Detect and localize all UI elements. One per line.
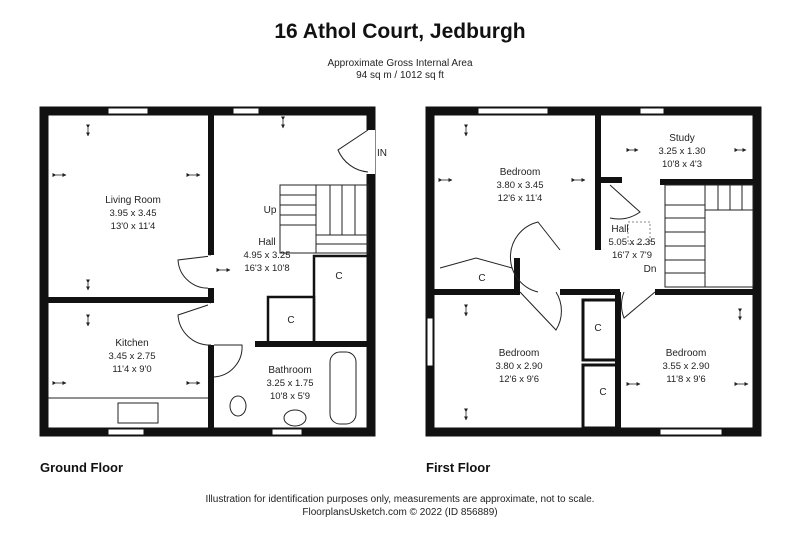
first-door-closet-bed1 [439, 257, 513, 269]
kitchen-metric: 3.45 x 2.75 [108, 351, 155, 362]
first-hall-cupboard [627, 221, 651, 245]
ground-cupboard-label-2: C [287, 315, 294, 326]
study-name: Study [669, 133, 695, 144]
first-stairs [664, 184, 754, 288]
copyright: FloorplansUsketch.com © 2022 (ID 856889) [302, 507, 498, 518]
study-imperial: 10'8 x 4'3 [662, 159, 702, 170]
first-door-bedroom2 [519, 291, 562, 331]
first-hall-name: Hall [611, 224, 628, 235]
bedroom2-metric: 3.80 x 2.90 [495, 361, 542, 372]
living-room-name: Living Room [105, 195, 161, 206]
ground-basin [283, 409, 307, 427]
ground-kitchen-sink [117, 402, 159, 424]
bedroom3-metric: 3.55 x 2.90 [662, 361, 709, 372]
living-room-metric: 3.95 x 3.45 [109, 208, 156, 219]
page-title: 16 Athol Court, Jedburgh [274, 20, 526, 43]
hall-metric: 4.95 x 3.25 [243, 250, 290, 261]
ground-cupboard-label-1: C [335, 271, 342, 282]
ground-floor-plan [39, 106, 376, 437]
ground-dimension-arrows [52, 116, 285, 385]
stairs-up-label: Up [264, 205, 277, 216]
area-value: 94 sq m / 1012 sq ft [356, 70, 444, 81]
first-cupboard-label-3: C [599, 387, 606, 398]
ground-cupboard-2 [312, 254, 370, 345]
first-floor-plan [425, 106, 762, 437]
first-cupboard-label-2: C [594, 323, 601, 334]
ground-windows [107, 107, 303, 436]
ground-door-living [177, 255, 212, 289]
bedroom3-imperial: 11'8 x 9'6 [666, 374, 705, 385]
first-room-labels: Bedroom 3.80 x 3.45 12'6 x 11'4 Study 3.… [478, 133, 709, 398]
first-floor-label: First Floor [426, 460, 491, 475]
kitchen-name: Kitchen [115, 338, 148, 349]
kitchen-imperial: 11'4 x 9'0 [112, 364, 151, 375]
first-door-bedroom3 [621, 291, 656, 319]
bathroom-name: Bathroom [268, 365, 311, 376]
first-door-bedroom1 [509, 221, 561, 293]
hall-imperial: 16'3 x 10'8 [244, 263, 289, 274]
ground-outer-wall [39, 106, 376, 437]
ground-toilet [229, 395, 247, 417]
hall-name: Hall [258, 237, 275, 248]
area-label: Approximate Gross Internal Area [327, 58, 473, 69]
first-hall-metric: 5.05 x 2.35 [608, 237, 655, 248]
bathroom-imperial: 10'8 x 5'9 [270, 391, 310, 402]
stairs-down-label: Dn [644, 264, 657, 275]
first-dimension-arrows [438, 124, 749, 421]
bedroom1-imperial: 12'6 x 11'4 [498, 193, 543, 204]
first-door-study [609, 184, 641, 220]
bathroom-metric: 3.25 x 1.75 [266, 378, 313, 389]
disclaimer: Illustration for identification purposes… [205, 494, 595, 505]
bedroom1-metric: 3.80 x 3.45 [496, 180, 543, 191]
ground-bath [329, 351, 357, 425]
first-cupboard-label-1: C [478, 273, 485, 284]
bedroom3-name: Bedroom [666, 348, 707, 359]
bedroom2-imperial: 12'6 x 9'6 [499, 374, 539, 385]
entrance-label: IN [377, 148, 387, 159]
bedroom2-name: Bedroom [499, 348, 540, 359]
first-outer-wall [425, 106, 762, 437]
first-windows [426, 107, 723, 436]
ground-room-labels: Living Room 3.95 x 3.45 13'0 x 11'4 Hall… [105, 148, 387, 402]
bedroom1-name: Bedroom [500, 167, 541, 178]
study-metric: 3.25 x 1.30 [658, 146, 705, 157]
ground-floor-label: Ground Floor [40, 460, 124, 475]
ground-door-kitchen [177, 303, 212, 346]
ground-front-door-swing [337, 129, 369, 173]
ground-stairs [279, 184, 369, 254]
first-hall-imperial: 16'7 x 7'9 [612, 250, 652, 261]
living-room-imperial: 13'0 x 11'4 [111, 221, 156, 232]
ground-front-door-gap [366, 130, 375, 174]
ground-door-bathroom [213, 344, 243, 378]
